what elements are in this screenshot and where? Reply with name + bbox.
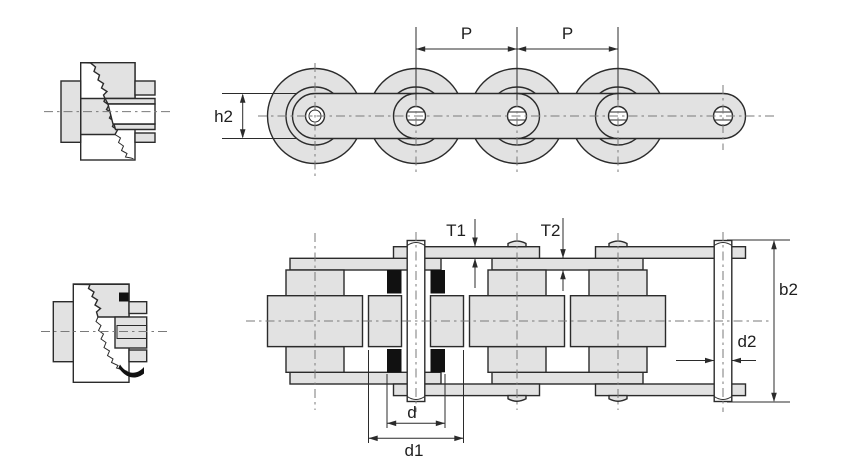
break-line-lower (114, 134, 134, 160)
dim-label-t1: T1 (446, 221, 466, 240)
bushing-bore (107, 103, 156, 125)
arrowhead (608, 46, 618, 52)
dim-label-d: d (407, 403, 416, 422)
dimension-pitch: P P (415, 24, 619, 100)
section-view-bottom-left (41, 283, 168, 384)
dim-label-b2: b2 (779, 280, 798, 299)
break-line-lower-2 (95, 316, 128, 372)
arrowhead (387, 420, 397, 427)
arrowhead (239, 129, 246, 139)
arrowhead (771, 392, 777, 402)
arrowhead (560, 249, 566, 259)
arrowhead (705, 357, 715, 364)
outer-plate-bottom-1 (392, 383, 541, 397)
arrowhead (507, 46, 517, 52)
inner-plate-top-2 (491, 257, 644, 271)
arrowhead (731, 357, 741, 364)
arrowhead (454, 435, 464, 442)
arrowhead (435, 420, 445, 427)
seal-ring-bottom (118, 364, 144, 378)
dim-label-d2: d2 (738, 332, 757, 351)
arrowhead (239, 93, 246, 103)
dimension-t2: T2 (541, 218, 566, 291)
seal-ring-top (119, 292, 129, 302)
inner-plate-bottom-1 (289, 371, 442, 385)
dimension-d2: d2 (676, 332, 757, 364)
dimension-b2: b2 (727, 239, 798, 403)
outer-plate-bottom-2 (594, 383, 747, 397)
arrowhead (416, 46, 426, 52)
arrowhead (771, 240, 777, 250)
dim-label-pitch-left: P (461, 24, 472, 43)
flange-right-bottom-2 (128, 349, 148, 363)
bushing-wall-top (103, 97, 156, 105)
outer-plate-top-2 (594, 245, 747, 259)
side-view: P P h2 (214, 24, 775, 176)
arrowhead (517, 46, 527, 52)
flange-right-top-2 (128, 301, 148, 315)
dimension-d: d (386, 374, 446, 428)
dim-label-d1: d1 (405, 441, 424, 460)
plan-view: T1 T2 b2 d2 (246, 218, 798, 460)
bushing-block-2 (114, 316, 148, 349)
outer-plate-top-1 (392, 245, 541, 259)
arrowhead (472, 237, 478, 247)
inner-plate-top-1 (289, 257, 442, 271)
dimension-h2: h2 (214, 93, 296, 139)
seal-rings-cut (387, 270, 445, 373)
inner-plate-bottom-2 (491, 371, 644, 385)
arrowhead (560, 270, 566, 280)
arrowhead (472, 258, 478, 268)
pin-head-caps (507, 240, 628, 402)
dimension-t1: T1 (446, 219, 478, 288)
dim-label-t2: T2 (541, 221, 561, 240)
roller-flange-right-top (134, 80, 156, 96)
roller-flange-right-bottom (134, 132, 156, 144)
dimension-d1: d1 (368, 350, 464, 460)
dim-label-pitch-right: P (562, 24, 573, 43)
arrowhead (368, 435, 378, 442)
section-view-top-left (44, 62, 172, 161)
dim-label-h2: h2 (214, 107, 233, 126)
bushing-wall-bottom (113, 123, 156, 131)
